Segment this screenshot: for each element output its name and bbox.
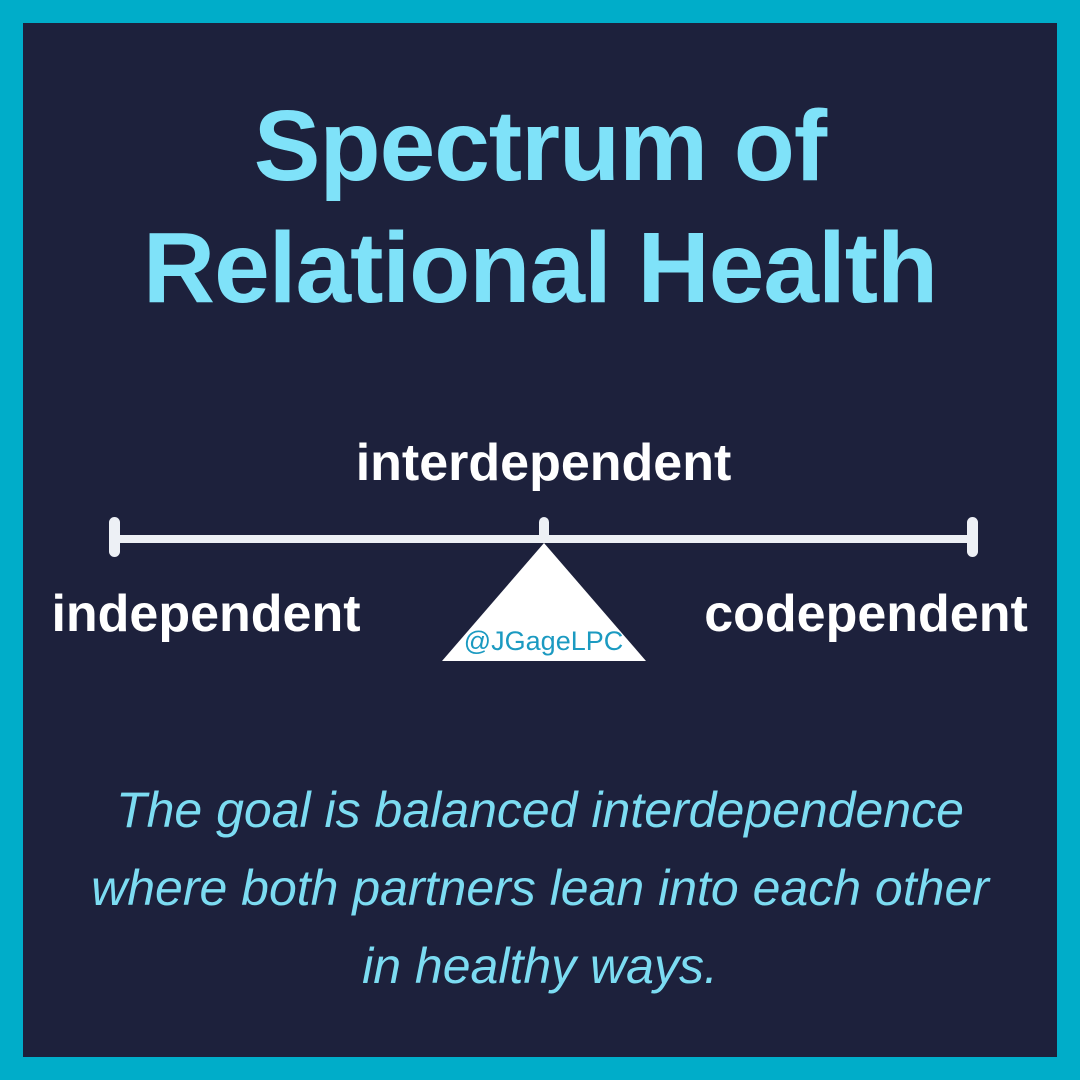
spectrum-left-endpoint-tick bbox=[109, 517, 120, 557]
infographic-canvas: Spectrum of Relational Health interdepen… bbox=[23, 23, 1057, 1057]
caption-line-1: The goal is balanced interdependence bbox=[116, 782, 964, 838]
caption-text: The goal is balanced interdependence whe… bbox=[23, 771, 1057, 1005]
watermark-handle: @JGageLPC bbox=[463, 626, 624, 656]
relational-spectrum-diagram: interdependent @JGageLPC independent cod… bbox=[51, 434, 1028, 699]
page-title-line1: Spectrum of bbox=[253, 90, 827, 202]
caption-line-2: where both partners lean into each other bbox=[91, 860, 989, 916]
caption-line-3: in healthy ways. bbox=[362, 938, 718, 994]
spectrum-center-tick bbox=[538, 517, 549, 543]
spectrum-label-interdependent: interdependent bbox=[355, 434, 732, 492]
spectrum-right-endpoint-tick bbox=[967, 517, 978, 557]
spectrum-label-independent: independent bbox=[51, 585, 361, 643]
spectrum-label-codependent: codependent bbox=[704, 585, 1028, 643]
page-title: Spectrum of Relational Health bbox=[23, 85, 1057, 329]
page-title-line2: Relational Health bbox=[142, 212, 938, 324]
fulcrum-triangle-icon: @JGageLPC bbox=[441, 543, 646, 661]
